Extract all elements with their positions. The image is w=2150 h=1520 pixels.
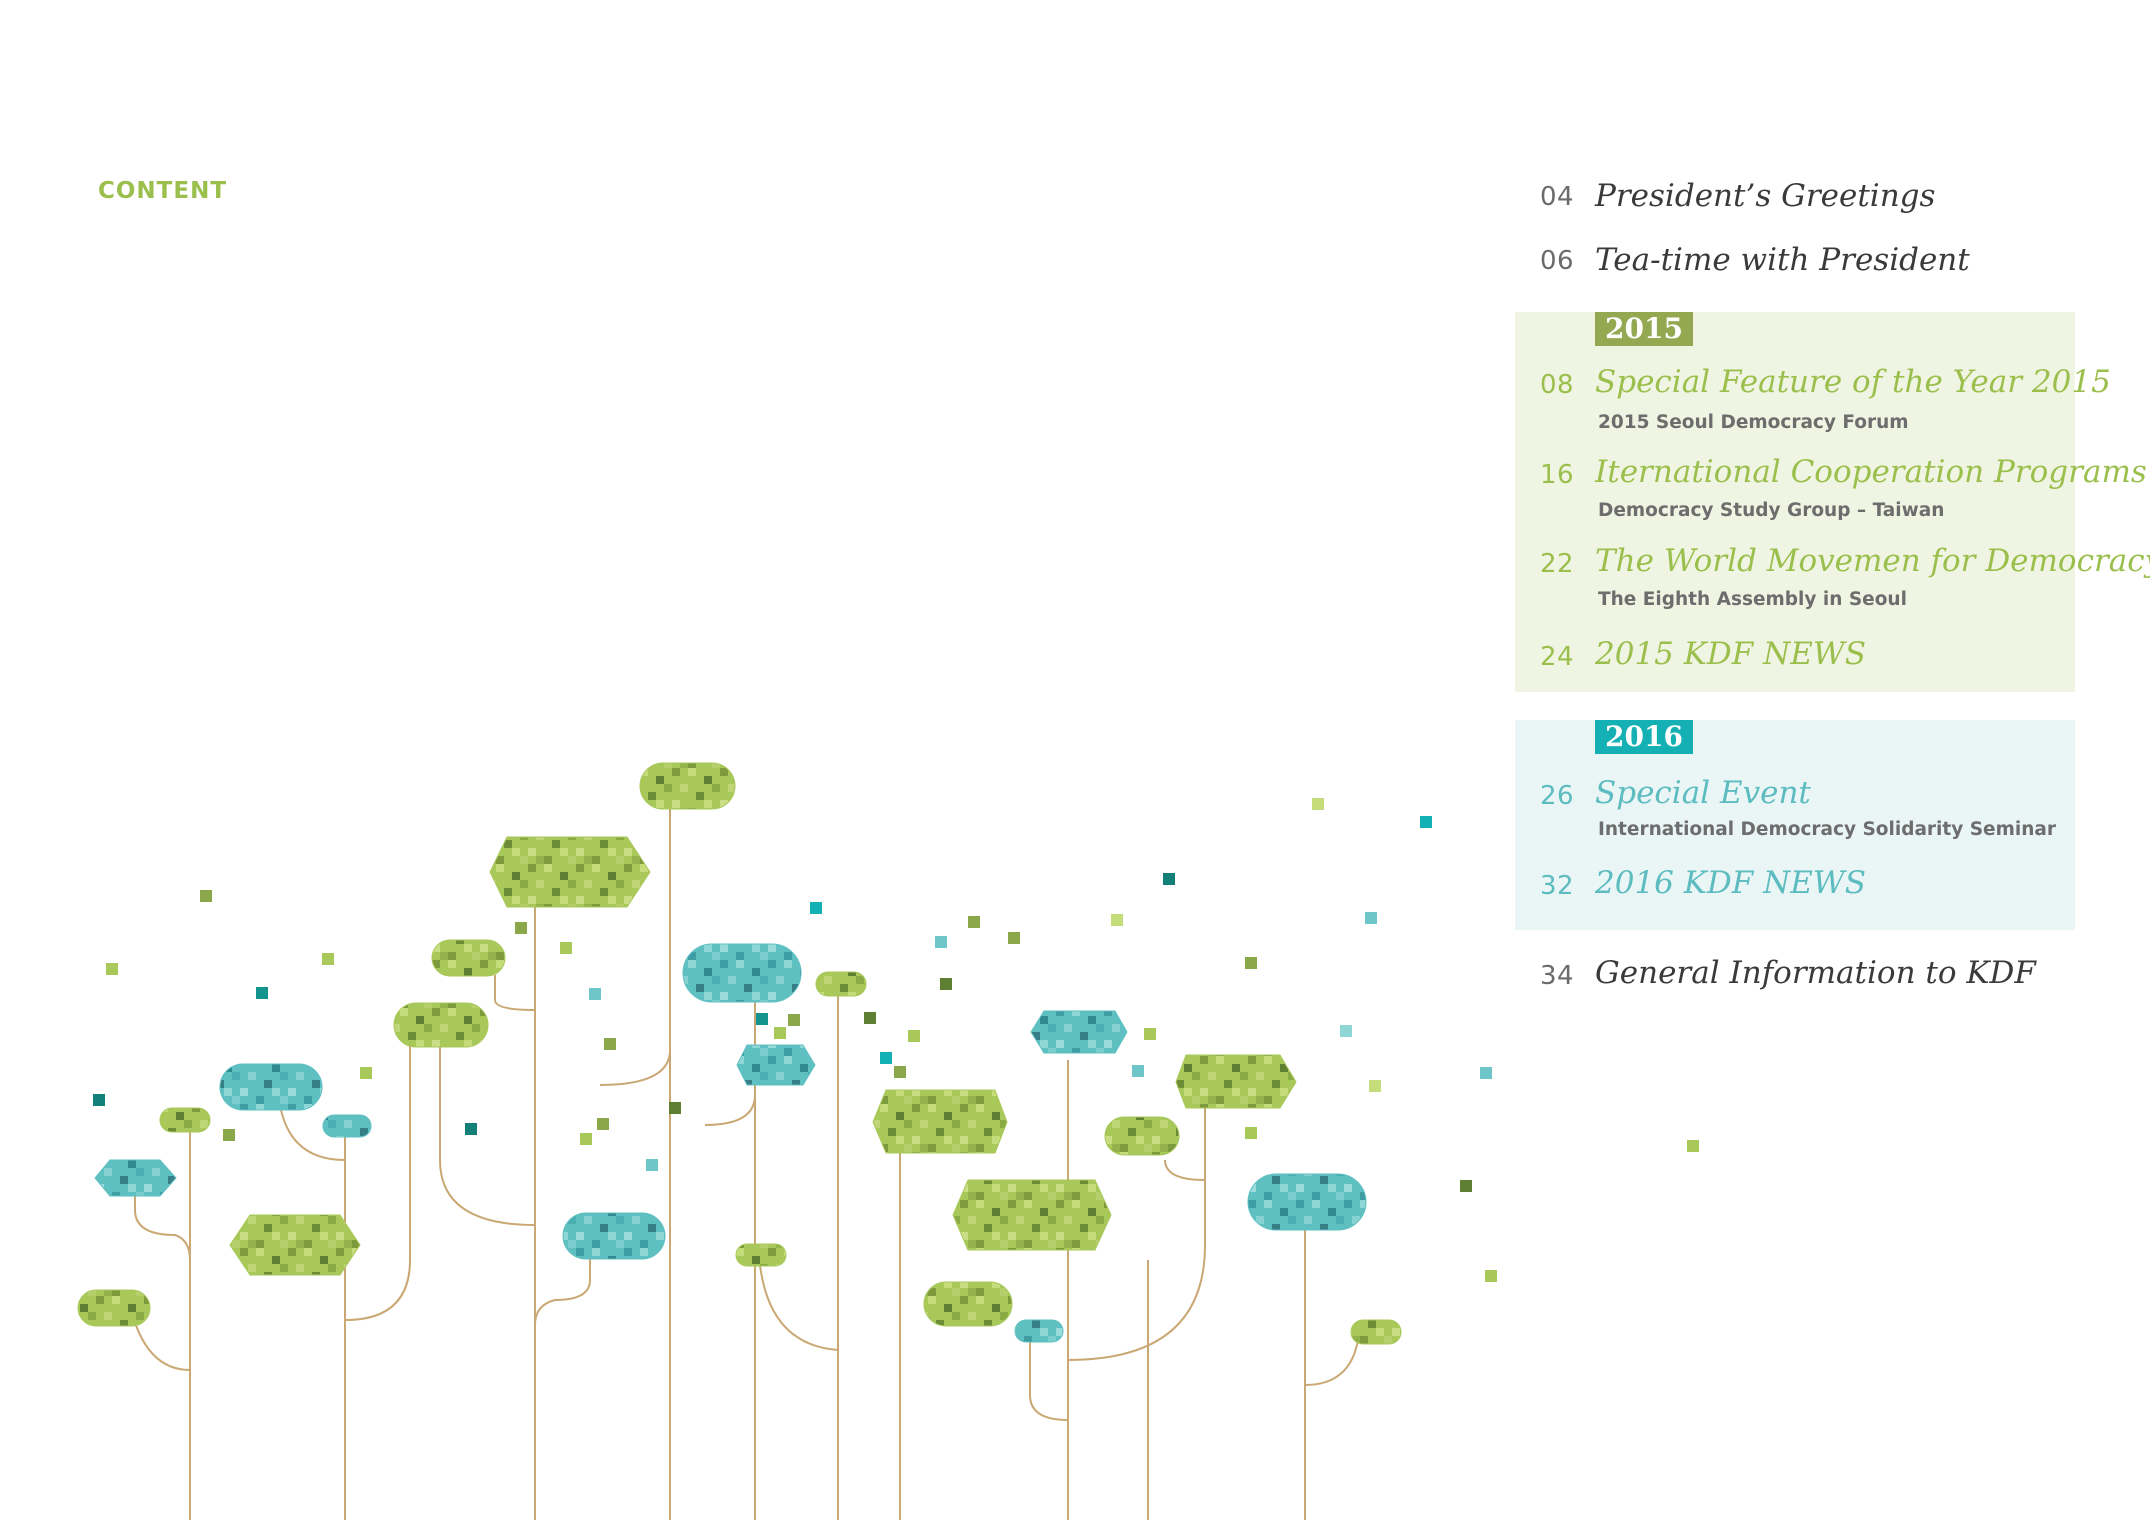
page-number: 24: [1540, 642, 1575, 672]
page-number: 34: [1540, 961, 1575, 991]
entry-title: The World Movemen for Democracy: [1595, 543, 2150, 579]
page-number: 26: [1540, 781, 1575, 811]
section-2015: 2015 08 Special Feature of the Year 2015…: [1515, 312, 2150, 692]
entry-title: Special Event: [1595, 775, 1811, 811]
entry-subtitle: 2015 Seoul Democracy Forum: [1598, 412, 1909, 433]
year-badge-2016: 2016: [1595, 720, 1693, 754]
entry-title: 2016 KDF NEWS: [1595, 865, 1866, 901]
blossoms: [77, 762, 1402, 1345]
tree-illustration: [77, 762, 1497, 1520]
entry-title: President’s Greetings: [1595, 178, 1936, 214]
content-heading: CONTENT: [98, 178, 228, 204]
entry-subtitle: Democracy Study Group – Taiwan: [1598, 500, 1945, 521]
page-number: 22: [1540, 549, 1575, 579]
entry-title: 2015 KDF NEWS: [1595, 636, 1866, 672]
stems: [129, 805, 1359, 1520]
entry-title: Iternational Cooperation Programs: [1595, 454, 2147, 490]
page-number: 06: [1540, 246, 1575, 276]
pixel-confetti: [93, 798, 1497, 1282]
section-2016: 2016 26 Special Event International Demo…: [1515, 720, 2075, 930]
entry-title: Special Feature of the Year 2015: [1595, 364, 2111, 400]
entry-title: Tea-time with President: [1595, 242, 1970, 278]
page-number: 32: [1540, 871, 1575, 901]
entry-subtitle: International Democracy Solidarity Semin…: [1598, 819, 2057, 840]
year-badge-2015: 2015: [1595, 312, 1693, 346]
page-number: 16: [1540, 460, 1575, 490]
entry-title: General Information to KDF: [1595, 955, 2036, 991]
page-number: 08: [1540, 370, 1575, 400]
page-number: 04: [1540, 182, 1575, 212]
pixel-square: [1687, 1140, 1699, 1152]
entry-subtitle: The Eighth Assembly in Seoul: [1598, 589, 1907, 610]
